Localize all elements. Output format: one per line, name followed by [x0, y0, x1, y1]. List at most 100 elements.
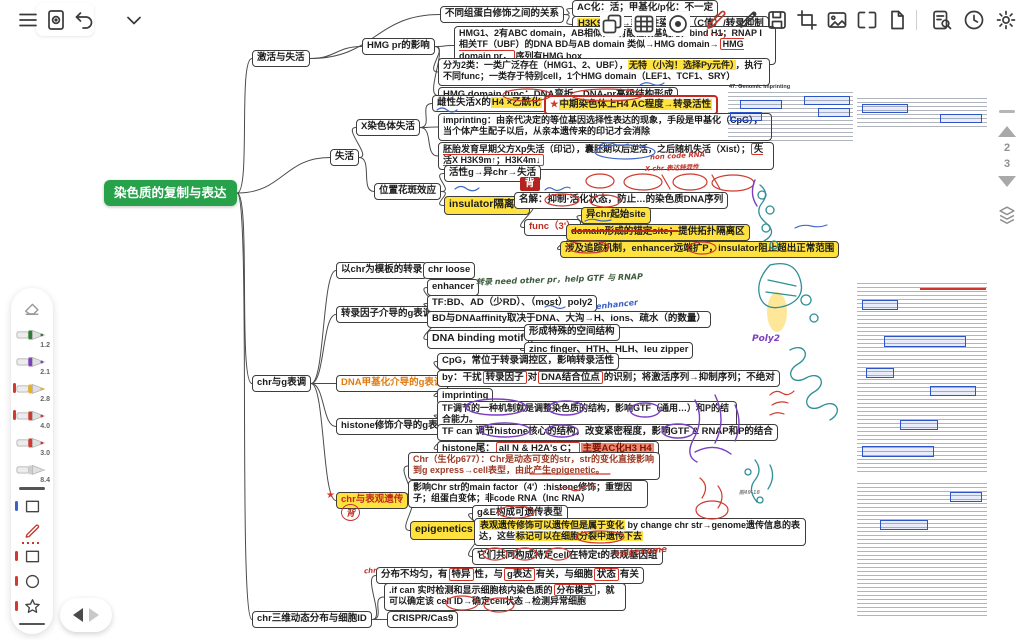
doc-search-icon[interactable]: [930, 8, 954, 32]
textbook-excerpt-top: [857, 98, 987, 128]
mindmap-node-ifcan[interactable]: .if can 实时检测和显示细胞核内染色质的分布模式，就可以确定该 cell …: [384, 583, 626, 611]
highlight-box: [804, 96, 850, 105]
mindmap-node-tamen[interactable]: 它们共同构成特定cell在特定t的表观基因组: [472, 548, 663, 566]
save-icon[interactable]: [765, 8, 789, 32]
nav-back-button[interactable]: [73, 608, 83, 622]
mindmap-node-chryubiao[interactable]: chr与g表调: [252, 375, 312, 393]
nav-forward-button[interactable]: [89, 608, 99, 622]
undo-icon[interactable]: [72, 8, 96, 32]
mindmap-node-chr3d[interactable]: chr三维动态分布与细胞ID: [252, 611, 372, 629]
node-text: 性，与: [474, 569, 504, 580]
node-text: 激活与失活: [257, 52, 305, 63]
history-icon[interactable]: [962, 8, 986, 32]
mindmap-node-crispr[interactable]: CRISPR/Cas9: [387, 611, 459, 629]
pen-size-label: 3.0: [40, 450, 50, 457]
pager-handle[interactable]: [999, 110, 1015, 113]
rect-select-tool[interactable]: [15, 494, 49, 519]
mindmap-node-epigenetics[interactable]: epigenetics: [410, 521, 478, 540]
pen-tick: [13, 410, 16, 420]
doc-preview-icon[interactable]: [44, 8, 68, 32]
mindmap-node-dnajia[interactable]: DNA甲基化介导的g表调: [336, 375, 449, 393]
highlight-box: [862, 446, 934, 457]
mindmap-node-yichrmo[interactable]: 以chr为模板的转录: [336, 262, 428, 280]
mindmap-node-weizhi[interactable]: 位置花斑效应: [374, 183, 442, 201]
mindmap-node-bei[interactable]: 背: [520, 177, 540, 192]
pen-tool-2.1[interactable]: 2.1: [13, 348, 51, 376]
mindmap-node-butong[interactable]: 不同组蛋白修饰之间的关系: [440, 6, 565, 24]
highlight-box: [930, 386, 976, 396]
ellipse-shape-tool[interactable]: [15, 569, 49, 594]
pen-size-label: 2.1: [40, 369, 50, 376]
page-number-next[interactable]: 3: [1003, 158, 1011, 170]
node-text: 对: [527, 372, 538, 383]
eraser-tool[interactable]: [13, 294, 51, 321]
node-text: 涉及追踪机制，enhancer远端扩P，insulator阻止超出正常范围: [565, 243, 835, 254]
mindmap-node-dbm[interactable]: DNA binding motif: [427, 330, 529, 349]
mindmap-node-yichrsite[interactable]: 异chr起始site: [581, 207, 651, 225]
mindmap-node-domainsite[interactable]: domain形成的锚定site；提供拓扑隔离区: [566, 224, 750, 242]
node-text: 分布不均匀，有: [381, 569, 448, 580]
settings-icon[interactable]: [994, 8, 1018, 32]
mindmap-node-shejitrack[interactable]: 涉及追踪机制，enhancer远端扩P，insulator阻止超出正常范围: [560, 241, 840, 259]
mindmap-node-cpg[interactable]: CpG，常位于转录调控区，影响转录活性: [437, 353, 620, 371]
mindmap-node-biaoguan[interactable]: 表观遗传修饰可以遗传但是属于变化 by change chr str→genom…: [474, 518, 806, 546]
mindmap-node-fenwei2[interactable]: 分为2类：一类广泛存在（HMG1、2、UBF），无特（小沟！选择Py元件），执行…: [438, 58, 770, 86]
mindmap-node-root[interactable]: 染色质的复制与表达: [104, 180, 237, 207]
node-text: TF:BD、AD（少RD）、（most）poly2: [432, 297, 593, 308]
layers-icon[interactable]: [996, 204, 1018, 226]
lasso-pen-tool[interactable]: [15, 519, 49, 544]
mindmap-node-insulator[interactable]: insulator隔离子: [444, 196, 530, 215]
page-number-current[interactable]: 2: [1003, 141, 1011, 154]
node-text: imprinting：由亲代决定的等位基因选择性表达的现象，手段是甲基化（CpG…: [443, 115, 763, 137]
pen-tool-4.0[interactable]: 4.0: [13, 402, 51, 430]
mindmap-node-histonetiao[interactable]: histone修饰介导的g表调: [336, 418, 453, 436]
pointer-icon[interactable]: [666, 12, 690, 36]
mindmap-node-xshihuo[interactable]: X染色体失活: [356, 119, 420, 137]
image-icon[interactable]: [825, 8, 849, 32]
mindmap-node-cixing[interactable]: 雌性失活X的H4 ×乙酰化: [432, 95, 547, 113]
mindmap-node-shihuo[interactable]: 失活: [330, 149, 360, 167]
pen-icon[interactable]: [736, 8, 760, 32]
star-shape-tool[interactable]: [15, 594, 49, 619]
menu-icon[interactable]: [16, 8, 40, 32]
mindmap-node-chrbiao[interactable]: chr与表观遗传: [336, 492, 409, 510]
node-text: DNA结合位点: [538, 371, 603, 384]
mindmap-node-tfbd[interactable]: TF:BD、AD（少RD）、（most）poly2: [427, 295, 598, 313]
mindmap-node-xingcheng[interactable]: 形成特殊的空间结构: [524, 324, 620, 342]
mindmap-node-tfcan[interactable]: TF can 调节histone核心的结构，改变紧密程度，影响GTF & RNA…: [437, 424, 778, 442]
pen-tool-1.2[interactable]: 1.2: [13, 321, 51, 349]
chevron-down-icon[interactable]: [122, 8, 146, 32]
node-text: 状态: [593, 568, 619, 581]
table-icon[interactable]: [632, 12, 656, 36]
pen-tool-3.0[interactable]: 3.0: [13, 429, 51, 457]
pen-tool-8.4[interactable]: 8.4: [13, 456, 51, 484]
node-text: by change chr str→genome遗传信息的表达，这些: [479, 520, 801, 542]
mindmap-node-chrloose[interactable]: chr loose: [423, 262, 476, 280]
mindmap-node-hmgpr[interactable]: HMG pr的影响: [362, 38, 435, 56]
handwritten-annotation: 图49-18: [739, 490, 760, 496]
annotate-pencil-icon[interactable]: [704, 8, 728, 35]
new-page-icon[interactable]: [885, 8, 909, 32]
handwritten-annotation: enhancer: [595, 297, 639, 312]
mindmap-node-yingxiangchr[interactable]: 影响Chr str的main factor（4'）:histone修饰；重塑因子…: [408, 480, 648, 508]
node-text: ★: [550, 99, 559, 110]
mindmap-node-chrshenghua[interactable]: Chr（生化p677）：Chr是动态可变的str，str的变化直接影响到g ex…: [408, 452, 660, 480]
duplicate-icon[interactable]: [600, 12, 624, 36]
crop-icon[interactable]: [795, 8, 819, 32]
node-text: chr三维动态分布与细胞ID: [257, 613, 367, 624]
mindmap-node-enhancer[interactable]: enhancer: [427, 279, 480, 297]
mindmap-node-jihuo[interactable]: 激活与失活: [252, 50, 310, 68]
split-view-icon[interactable]: [855, 8, 879, 32]
node-text: zinc finger、HTH、HLH、leu zipper: [529, 344, 689, 355]
page-up-button[interactable]: [998, 125, 1016, 137]
mindmap-node-zhuanlutf[interactable]: 转录因子介导的g表调: [336, 306, 438, 324]
rect-shape-tool[interactable]: [15, 544, 49, 569]
page-down-button[interactable]: [998, 175, 1016, 187]
mindmap-node-imprinting1[interactable]: imprinting：由亲代决定的等位基因选择性表达的现象，手段是甲基化（CpG…: [438, 113, 772, 141]
node-text: 分为2类：一类广泛存在（HMG1、2、UBF），: [443, 60, 629, 70]
pen-tool-2.8[interactable]: 2.8: [13, 375, 51, 403]
node-text: 异chr起始site: [586, 209, 646, 220]
